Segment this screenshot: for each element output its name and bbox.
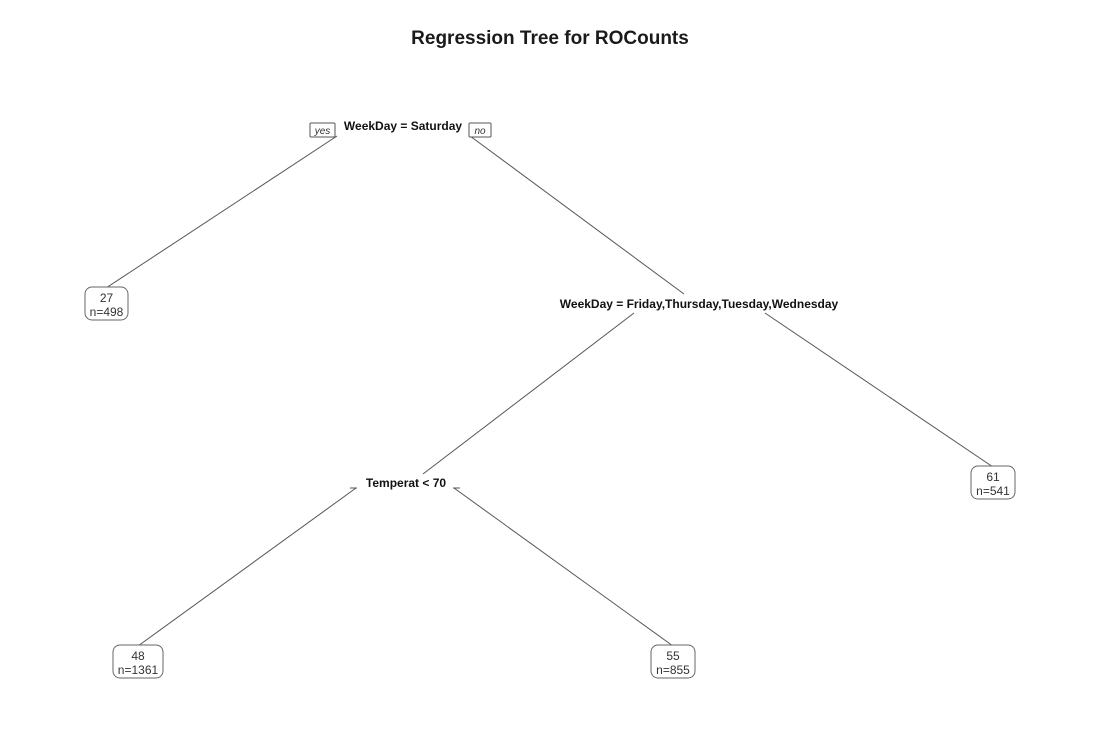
branch-no-label: no [468,122,492,138]
svg-text:yes: yes [314,126,331,137]
edge-weekday-split-to-leaf-other-days [764,312,994,468]
edge-weekday-split-to-temperature-split [422,312,635,475]
leaf-high-temp-count: n=855 [656,663,690,677]
leaf-high-temp: 55 n=855 [650,644,696,679]
edge-temperature-split-to-leaf-high-temp [453,487,674,647]
svg-text:no: no [474,126,486,137]
tree-edges [105,135,994,647]
leaf-saturday-count: n=498 [90,305,124,319]
split-temperature-label: Temperat < 70 [366,476,446,490]
leaf-low-temp: 48 n=1361 [112,644,164,679]
split-weekday-label: WeekDay = Friday,Thursday,Tuesday,Wednes… [560,297,839,311]
leaf-high-temp-value: 55 [666,649,680,663]
leaf-saturday: 27 n=498 [84,286,129,321]
leaf-low-temp-value: 48 [131,649,145,663]
leaf-low-temp-count: n=1361 [118,663,159,677]
edge-temperature-split-to-leaf-low-temp [137,487,357,647]
branch-yes-label: yes [309,122,336,138]
edge-root-to-weekday-split [469,135,685,295]
chart-title: Regression Tree for ROCounts [411,28,689,49]
leaf-other-days-value: 61 [986,470,1000,484]
split-root-label: WeekDay = Saturday [344,119,462,133]
leaf-saturday-value: 27 [100,291,114,305]
edge-root-to-leaf-saturday [105,135,338,289]
leaf-other-days-count: n=541 [976,484,1010,498]
leaf-other-days: 61 n=541 [970,465,1016,500]
